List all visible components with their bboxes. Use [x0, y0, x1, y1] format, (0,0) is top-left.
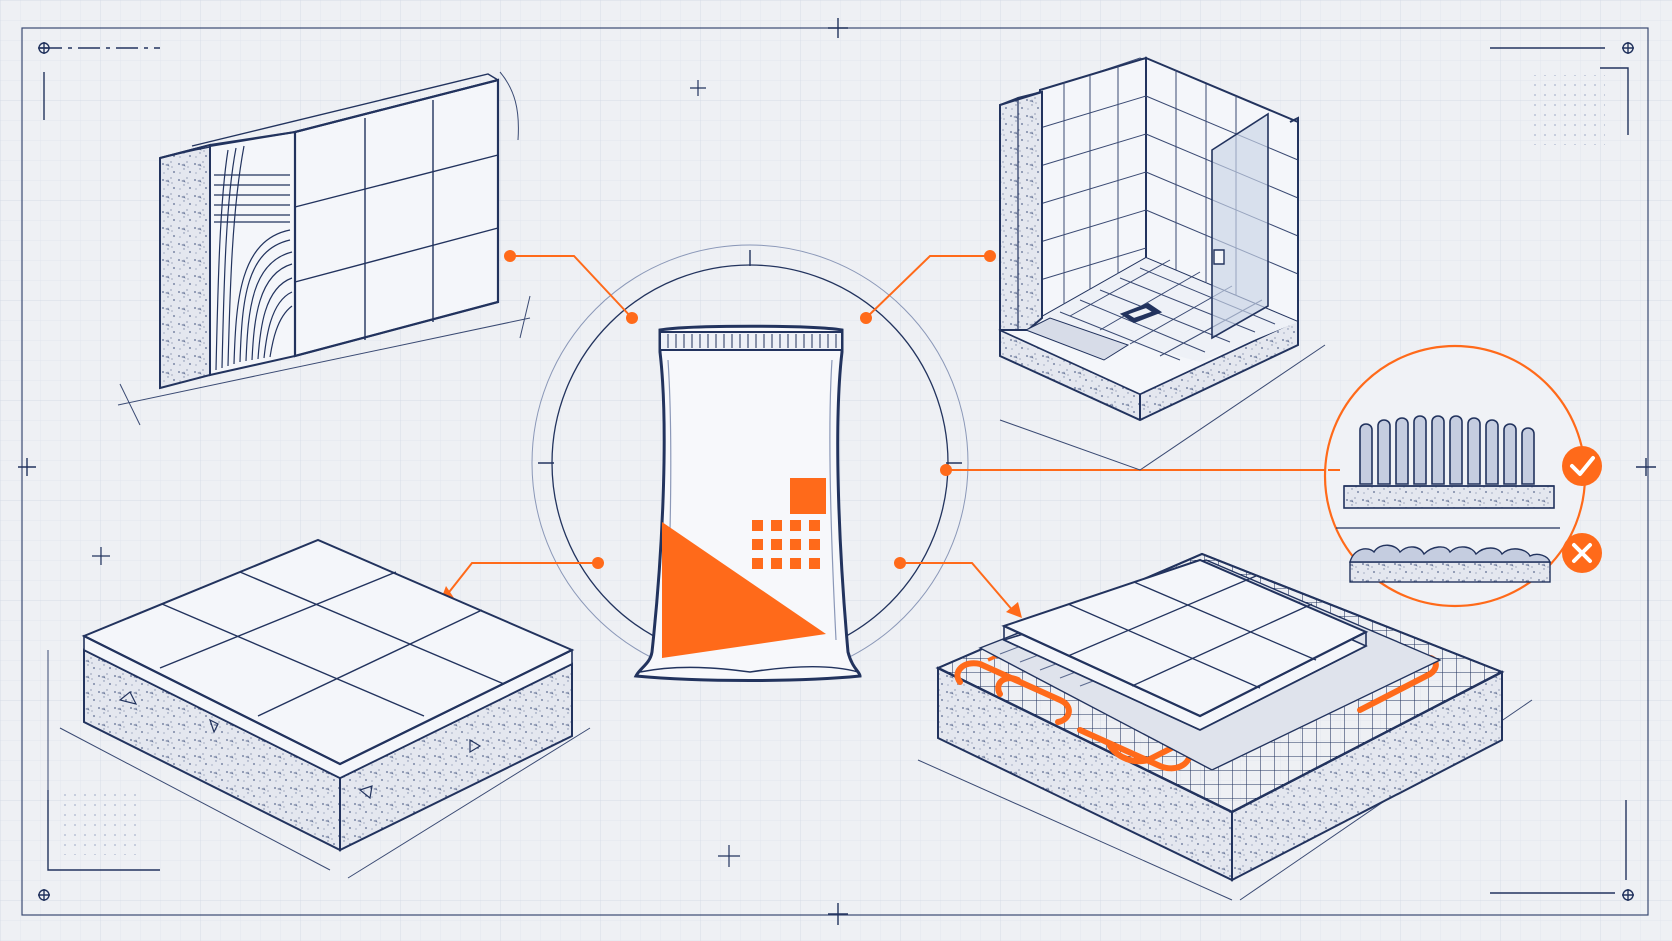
coverage-callout [1323, 344, 1602, 608]
connector-shower [865, 255, 990, 319]
patchy-bed-sample [1349, 544, 1551, 583]
connector-lines [445, 255, 1330, 613]
dot-texture-bottom-left [60, 790, 140, 855]
heated-floor-icon [917, 552, 1533, 901]
adhesive-bag [633, 324, 862, 682]
glass-screen [1211, 112, 1269, 340]
connector-heating [900, 562, 1015, 613]
bag-square-graphic [790, 478, 826, 514]
tiled-floor-icon [47, 538, 591, 879]
check-icon [1562, 446, 1602, 486]
arrow-head-heating [1006, 602, 1022, 618]
tiled-wall-icon [117, 71, 531, 426]
dot-texture-top-right [1530, 75, 1605, 145]
connector-wall [510, 255, 633, 319]
cross-icon [1562, 533, 1602, 573]
connector-floor [445, 562, 598, 597]
blueprint-frame [18, 18, 1656, 925]
bag-dot-grid-graphic [752, 520, 820, 569]
full-bed-sample [1343, 415, 1555, 509]
bag-triangle-graphic [662, 522, 826, 658]
shower-enclosure-icon [998, 56, 1326, 471]
